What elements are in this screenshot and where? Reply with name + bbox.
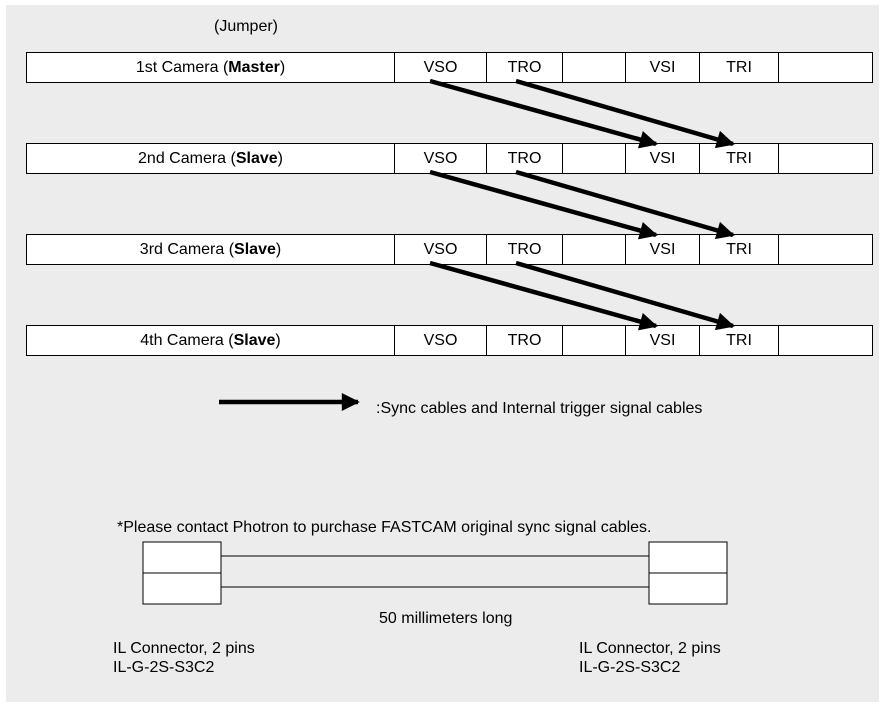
cell-blank-a-4	[562, 326, 625, 355]
arrow-vso2-vsi3	[429, 169, 658, 240]
cell-tro-2: TRO	[486, 144, 562, 173]
camera-row-1: 1st Camera (Master) VSO TRO VSI TRI	[26, 52, 873, 83]
right-connector-name: IL Connector, 2 pins	[579, 640, 721, 657]
camera-row-4: 4th Camera (Slave) VSO TRO VSI TRI	[26, 325, 873, 356]
camera-label-3: 3rd Camera (Slave)	[139, 241, 282, 258]
arrow-vso3-vsi4	[429, 260, 658, 331]
arrow-vso1-vsi2	[429, 78, 658, 149]
cell-blank-b-4	[778, 326, 872, 355]
note-text: *Please contact Photron to purchase FAST…	[117, 519, 652, 536]
cell-tri-2: TRI	[699, 144, 778, 173]
cell-blank-a-3	[562, 235, 625, 264]
sync-arrows	[142, 78, 735, 605]
camera-row-3: 3rd Camera (Slave) VSO TRO VSI TRI	[26, 234, 873, 265]
camera-role-2: Slave	[235, 150, 278, 167]
cell-blank-b-1	[778, 53, 872, 82]
left-connector-name: IL Connector, 2 pins	[113, 640, 255, 657]
cable-length-label: 50 millimeters long	[379, 610, 513, 627]
cell-vsi-3: VSI	[625, 235, 699, 264]
cell-tri-4: TRI	[699, 326, 778, 355]
cell-blank-b-2	[778, 144, 872, 173]
cell-vsi-4: VSI	[625, 326, 699, 355]
cell-tri-3: TRI	[699, 235, 778, 264]
arrow-tro2-tri3	[515, 169, 735, 240]
cell-vso-4: VSO	[394, 326, 486, 355]
arrow-tro1-tri2	[515, 78, 735, 149]
camera-label-2: 2nd Camera (Slave)	[138, 150, 283, 167]
legend-text: :Sync cables and Internal trigger signal…	[376, 400, 703, 417]
jumper-label: (Jumper)	[214, 18, 279, 35]
camera-row-2: 2nd Camera (Slave) VSO TRO VSI TRI	[26, 143, 873, 174]
left-connector-part: IL-G-2S-S3C2	[113, 659, 215, 676]
cell-vso-2: VSO	[394, 144, 486, 173]
camera-role-1: Master	[228, 59, 280, 76]
camera-role-3: Slave	[234, 241, 276, 258]
right-connector-part: IL-G-2S-S3C2	[579, 659, 681, 676]
cell-blank-a-2	[562, 144, 625, 173]
cell-vso-1: VSO	[394, 53, 486, 82]
cell-tri-1: TRI	[699, 53, 778, 82]
cell-tro-3: TRO	[486, 235, 562, 264]
diagram-canvas: (Jumper) 1st Camera (Master) VSO TRO VSI…	[6, 5, 879, 702]
camera-label-1: 1st Camera (Master)	[135, 59, 286, 76]
cell-vsi-1: VSI	[625, 53, 699, 82]
cell-vsi-2: VSI	[625, 144, 699, 173]
camera-label-4: 4th Camera (Slave)	[140, 332, 281, 349]
cell-tro-4: TRO	[486, 326, 562, 355]
camera-role-4: Slave	[233, 332, 276, 349]
arrow-tro3-tri4	[515, 260, 735, 331]
cell-blank-b-3	[778, 235, 872, 264]
cell-tro-1: TRO	[486, 53, 562, 82]
cell-blank-a-1	[562, 53, 625, 82]
cell-vso-3: VSO	[394, 235, 486, 264]
